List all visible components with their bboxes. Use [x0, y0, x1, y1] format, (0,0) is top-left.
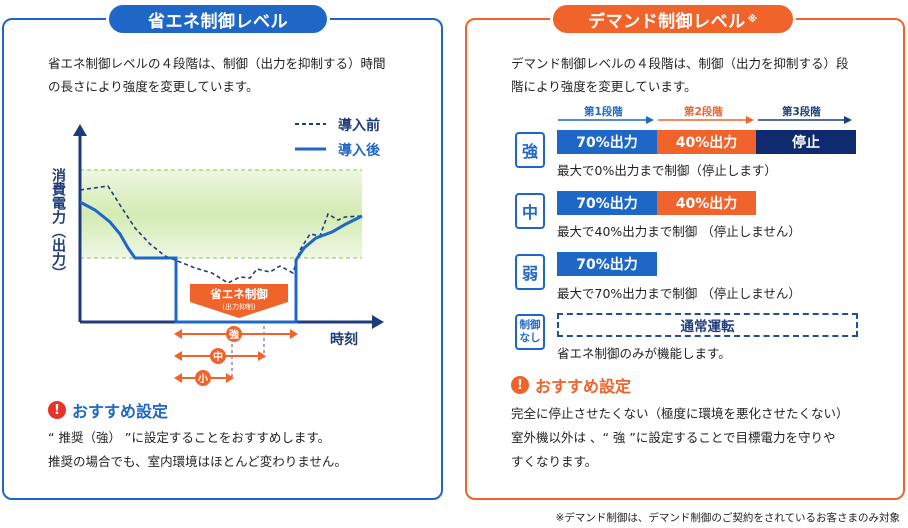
demand-title-note-mark: ※	[747, 13, 758, 25]
medium-range-arrow-right	[258, 351, 266, 361]
exclamation-icon: !	[48, 401, 66, 419]
after-line	[79, 200, 363, 324]
energy-saving-title: 省エネ制御レベル	[106, 2, 330, 36]
right-recommend-line3: すくなります。	[511, 454, 598, 469]
medium-range-label: 中	[213, 350, 223, 363]
stage-header	[558, 116, 852, 124]
right-recommend-heading: ! おすすめ設定	[511, 373, 631, 397]
demand-intro-line1: デマンド制御レベルの４段階は、制御（出力を抑制する）段	[511, 56, 849, 71]
control-banner	[190, 284, 288, 318]
stage-3-label: 第3段階	[782, 106, 821, 118]
demand-control-title: デマンド制御レベル	[588, 11, 746, 32]
level-medium-badge: 中	[515, 193, 545, 229]
y-axis-arrow	[73, 124, 87, 136]
normal-operation-box: 通常運転	[557, 313, 858, 337]
left-recommend-title: おすすめ設定	[72, 402, 169, 421]
none-desc: 省エネ制御のみが機能します。	[557, 346, 731, 361]
strong-range-label: 強	[229, 328, 239, 341]
footnote: ※デマンド制御は、デマンド制御のご契約をされているお客さまのみ対象	[555, 512, 900, 524]
medium-bar-70: 70%出力	[557, 191, 657, 215]
x-axis-label: 時刻	[330, 331, 358, 348]
weak-bar-70: 70%出力	[557, 252, 657, 276]
left-recommend-line1: “ 推奨（強） ”に設定することをおすすめします。	[48, 430, 331, 445]
exclamation-icon: !	[511, 376, 529, 394]
x-axis-arrow	[372, 315, 384, 329]
weak-range-badge	[195, 370, 211, 386]
stage3-arrow-head	[844, 116, 852, 124]
right-recommend-line2: 室外機以外は 、“ 強 ”に設定することで目標電力を守りや	[511, 430, 836, 445]
energy-saving-intro-line1: 省エネ制御レベルの４段階は、制御（出力を抑制する）時間	[48, 56, 386, 71]
strong-range-badge	[226, 326, 242, 342]
control-banner-main: 省エネ制御	[209, 287, 268, 301]
demand-control-title-pill: デマンド制御レベル※	[550, 2, 796, 36]
level-none-badge: 制御なし	[515, 314, 545, 350]
strong-bar-40: 40%出力	[657, 130, 756, 154]
y-axis-label: 消費電力（出力）	[50, 167, 67, 280]
medium-bar-40: 40%出力	[657, 191, 756, 215]
weak-range-arrow-left	[174, 373, 182, 383]
stage1-arrow-head	[646, 116, 654, 124]
left-recommend-heading: ! おすすめ設定	[48, 398, 168, 422]
stage-2-label: 第2段階	[684, 106, 723, 118]
right-recommend-title: おすすめ設定	[535, 377, 632, 396]
demand-intro-line2: 階により強度を変更しています。	[511, 79, 697, 94]
medium-range-badge	[210, 348, 226, 364]
medium-range-arrow-left	[174, 351, 182, 361]
right-recommend-line1: 完全に停止させたくない（極度に環境を悪化させたくない）	[511, 406, 849, 421]
weak-range-label: 小	[197, 372, 208, 385]
target-band	[80, 170, 362, 258]
medium-desc: 最大で40%出力まで制御 （停止しません）	[557, 224, 801, 239]
stage2-arrow-head	[746, 116, 754, 124]
legend-after-label: 導入後	[338, 142, 381, 159]
strong-range-arrow-left	[174, 329, 182, 339]
before-line	[79, 185, 363, 284]
weak-desc: 最大で70%出力まで制御 （停止しません）	[557, 286, 801, 301]
level-strong-badge: 強	[515, 132, 545, 168]
strong-range-arrow-right	[290, 329, 298, 339]
energy-saving-chart: 導入前 導入後 消費電力（出力） 時刻 省エネ制御 (出力抑制) 強 中 小	[50, 117, 384, 386]
stage-1-label: 第1段階	[584, 106, 623, 118]
level-weak-badge: 弱	[515, 254, 545, 290]
control-banner-sub: (出力抑制)	[222, 302, 256, 311]
energy-saving-intro-line2: の長さにより強度を変更しています。	[48, 79, 259, 94]
strong-desc: 最大で0%出力まで制御（停止します）	[557, 163, 777, 178]
strong-bar-70: 70%出力	[557, 130, 657, 154]
weak-range-arrow-right	[226, 373, 234, 383]
legend-before-label: 導入前	[338, 117, 380, 134]
strong-bar-stop: 停止	[756, 130, 856, 154]
left-recommend-line2: 推奨の場合でも、室内環境はほとんど変わりません。	[48, 454, 347, 469]
